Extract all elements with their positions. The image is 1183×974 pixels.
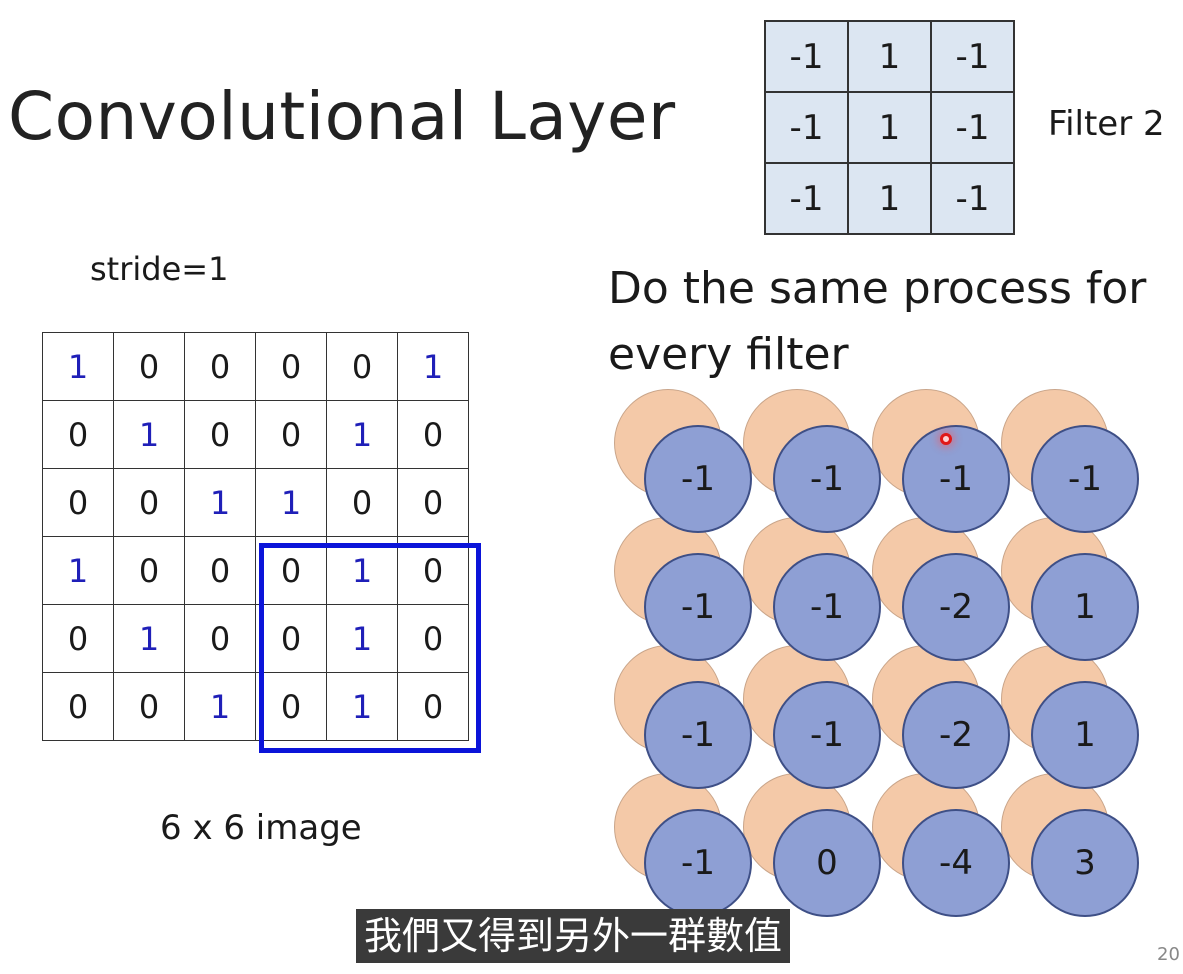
filter-cell: -1 xyxy=(930,91,1015,164)
image-cell: 1 xyxy=(326,400,398,469)
filter-row: -1 1 -1 xyxy=(764,162,1015,235)
feature-value-circle: 0 xyxy=(773,809,881,917)
image-cell: 0 xyxy=(184,536,256,605)
feature-value-circle: 1 xyxy=(1031,553,1139,661)
image-cell: 0 xyxy=(397,604,469,673)
filter-cell: -1 xyxy=(764,20,849,93)
stride-label: stride=1 xyxy=(90,250,229,288)
image-caption: 6 x 6 image xyxy=(160,808,362,848)
feature-value-circle: -1 xyxy=(773,425,881,533)
image-cell: 0 xyxy=(255,332,327,401)
pointer-indicator xyxy=(940,433,952,445)
filter-cell: -1 xyxy=(764,91,849,164)
filter-row: -1 1 -1 xyxy=(764,20,1015,93)
feature-value-circle: -1 xyxy=(902,425,1010,533)
image-cell: 0 xyxy=(42,400,114,469)
image-cell: 0 xyxy=(42,468,114,537)
image-cell: 0 xyxy=(326,468,398,537)
filter-label: Filter 2 xyxy=(1048,104,1165,144)
filter-matrix: -1 1 -1 -1 1 -1 -1 1 -1 xyxy=(764,20,1015,235)
image-cell: 1 xyxy=(326,672,398,741)
image-cell: 0 xyxy=(326,332,398,401)
image-cell: 1 xyxy=(326,604,398,673)
image-cell: 0 xyxy=(113,468,185,537)
image-cell: 0 xyxy=(113,332,185,401)
feature-value-circle: -2 xyxy=(902,681,1010,789)
image-cell: 1 xyxy=(184,672,256,741)
image-cell: 0 xyxy=(113,536,185,605)
image-cell: 1 xyxy=(113,604,185,673)
feature-value-circle: -2 xyxy=(902,553,1010,661)
image-cell: 0 xyxy=(397,400,469,469)
feature-value-circle: 3 xyxy=(1031,809,1139,917)
image-cell: 0 xyxy=(184,400,256,469)
filter-cell: 1 xyxy=(847,91,932,164)
image-cell: 0 xyxy=(42,672,114,741)
feature-value-circle: -1 xyxy=(773,553,881,661)
filter-row: -1 1 -1 xyxy=(764,91,1015,164)
image-cell: 0 xyxy=(42,604,114,673)
image-cell: 1 xyxy=(42,332,114,401)
image-cell: 1 xyxy=(42,536,114,605)
video-subtitle: 我們又得到另外一群數值 xyxy=(356,909,791,963)
image-cell: 1 xyxy=(184,468,256,537)
filter-cell: 1 xyxy=(847,20,932,93)
filter-cell: -1 xyxy=(764,162,849,235)
image-cell: 0 xyxy=(255,672,327,741)
process-description: Do the same process for every filter xyxy=(608,263,1147,380)
image-cell: 0 xyxy=(397,672,469,741)
image-cell: 1 xyxy=(113,400,185,469)
image-cell: 0 xyxy=(113,672,185,741)
image-cell: 1 xyxy=(326,536,398,605)
filter-cell: -1 xyxy=(930,162,1015,235)
feature-value-circle: -1 xyxy=(1031,425,1139,533)
image-cell: 0 xyxy=(184,604,256,673)
feature-value-circle: -1 xyxy=(644,553,752,661)
feature-value-circle: -1 xyxy=(773,681,881,789)
slide-title: Convolutional Layer xyxy=(8,78,676,155)
filter-cell: -1 xyxy=(930,20,1015,93)
image-cell: 0 xyxy=(397,536,469,605)
feature-value-circle: -1 xyxy=(644,681,752,789)
image-cell: 1 xyxy=(397,332,469,401)
feature-value-circle: 1 xyxy=(1031,681,1139,789)
feature-value-circle: -1 xyxy=(644,809,752,917)
filter-cell: 1 xyxy=(847,162,932,235)
image-cell: 0 xyxy=(184,332,256,401)
image-cell: 0 xyxy=(255,400,327,469)
feature-value-circle: -1 xyxy=(644,425,752,533)
page-number: 20 xyxy=(1157,944,1180,965)
image-cell: 0 xyxy=(255,536,327,605)
image-cell: 0 xyxy=(397,468,469,537)
image-cell: 0 xyxy=(255,604,327,673)
image-cell: 1 xyxy=(255,468,327,537)
feature-value-circle: -4 xyxy=(902,809,1010,917)
